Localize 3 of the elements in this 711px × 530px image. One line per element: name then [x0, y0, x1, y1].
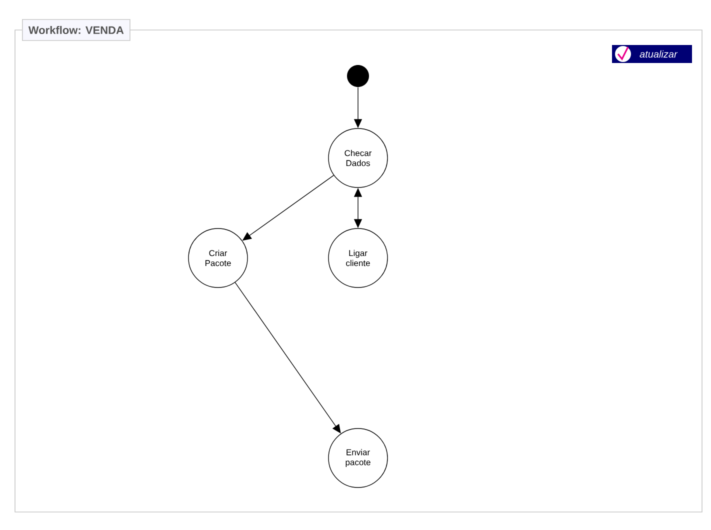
refresh-button: atualizar — [612, 45, 692, 63]
panel-title: Workflow: VENDA — [22, 19, 130, 41]
start-node — [347, 65, 369, 87]
